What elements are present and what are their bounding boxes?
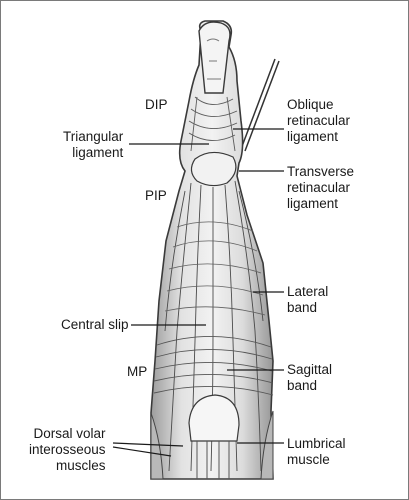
interosseous-muscle-shape [150, 412, 164, 480]
dip-label: DIP [145, 97, 168, 112]
oblique-retinacular-ligament-label: Oblique retinacular ligament [287, 97, 351, 144]
retinacular-fibres [164, 221, 266, 316]
dip-tendon-fibres [188, 96, 238, 152]
leader-lines [112, 128, 284, 457]
central-slip-label: Central slip [61, 317, 129, 332]
pip-label: PIP [145, 188, 167, 203]
triangular-ligament-label: Triangular ligament [63, 129, 124, 160]
lumbrical-muscle-label: Lumbrical muscle [287, 436, 346, 467]
pip-bone-head [190, 151, 237, 187]
sagittal-band-fibres [153, 336, 274, 396]
lumbrical-muscle-shape [260, 410, 274, 480]
dorsal-volar-interosseous-label: Dorsal volar interosseous muscles [29, 426, 106, 473]
metacarpal-shaft [196, 441, 230, 479]
distal-phalanx [198, 21, 231, 94]
distal-bone-detail [206, 38, 221, 80]
sagittal-band-label: Sagittal band [287, 362, 333, 393]
lateral-band-label: Lateral band [287, 284, 329, 315]
mp-label: MP [127, 364, 148, 379]
probe-instrument [240, 58, 280, 152]
metacarpal-head [188, 394, 240, 442]
transverse-retinacular-ligament-label: Transverse retinacular ligament [287, 164, 355, 211]
